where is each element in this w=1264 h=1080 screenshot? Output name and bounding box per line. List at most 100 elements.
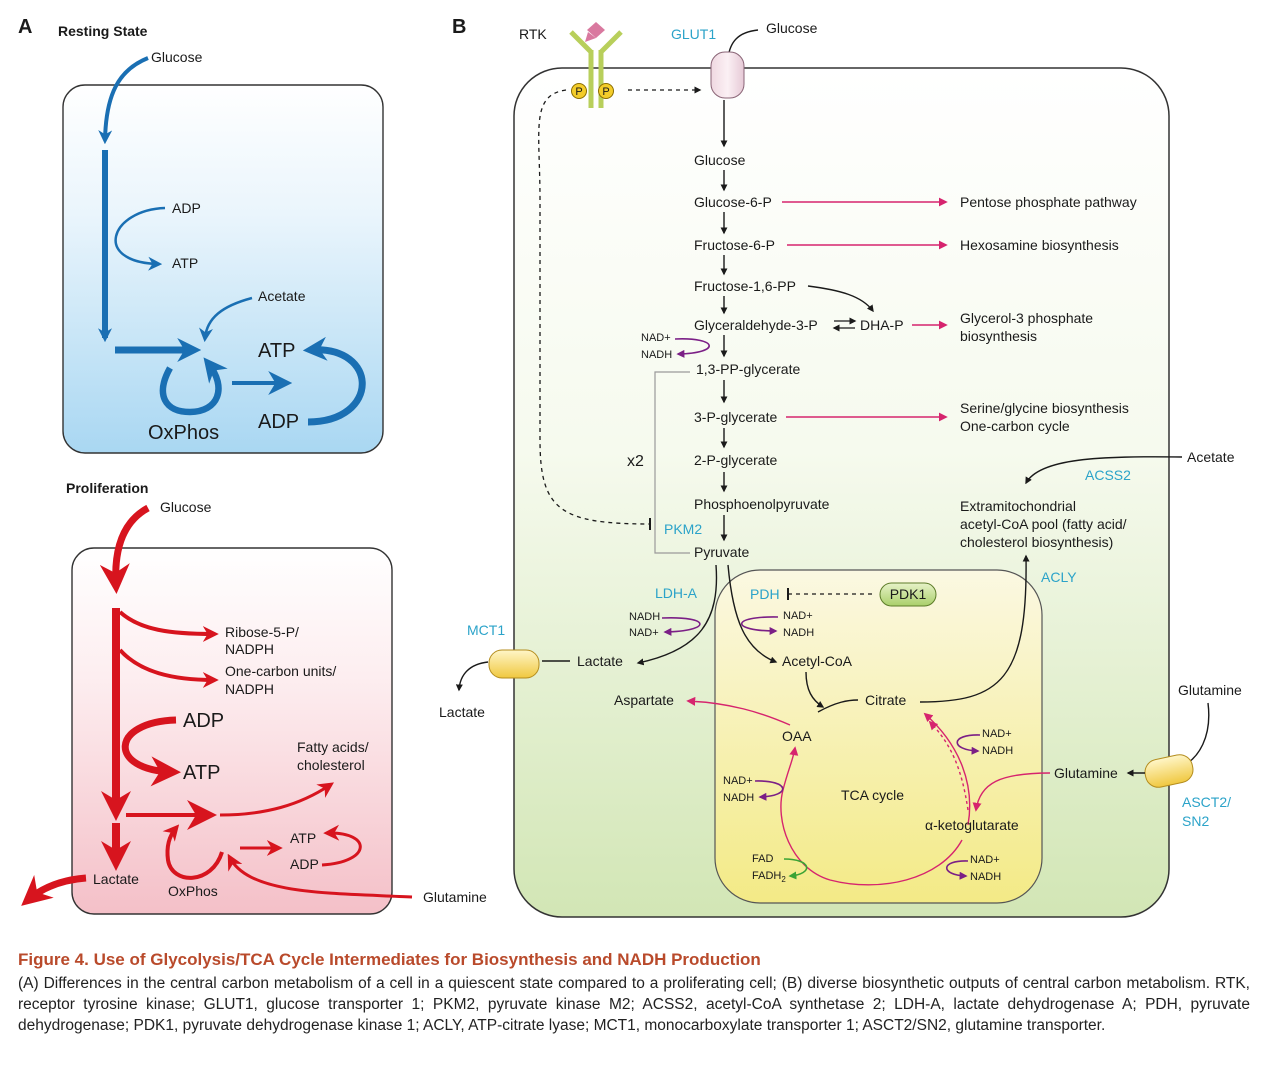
resting-atp-label: ATP	[172, 255, 198, 271]
nad-reduction-arrow	[754, 780, 784, 801]
prolif-ribose-line1: Ribose-5-P/	[225, 624, 299, 640]
f16pp-to-dhap-arrow	[807, 285, 874, 313]
prolif-oxphos-cycle	[162, 824, 224, 880]
resting-glucose-arrow	[98, 56, 149, 145]
proliferation-title: Proliferation	[66, 480, 148, 496]
hexosamine-label: Hexosamine biosynthesis	[960, 237, 1119, 253]
mitochondrion	[714, 569, 1043, 904]
prolif-fatty-line2: cholesterol	[297, 757, 365, 773]
dhap-label: DHA-P	[860, 317, 904, 333]
nadh-label-5: NADH	[723, 792, 754, 804]
caption-title: Figure 4. Use of Glycolysis/TCA Cycle In…	[18, 950, 761, 969]
f6p-label: Fructose-6-P	[694, 237, 775, 253]
panel-b-letter: B	[452, 16, 466, 38]
extramito-line1: Extramitochondrial	[960, 498, 1076, 514]
akg-label: α-ketoglutarate	[925, 817, 1019, 833]
resting-glucose-label: Glucose	[151, 49, 203, 65]
glycerol-line2: biosynthesis	[960, 328, 1037, 344]
oaa-label: OAA	[782, 728, 812, 744]
serine-line1: Serine/glycine biosynthesis	[960, 400, 1129, 416]
p2-glycerate-label: 2-P-glycerate	[694, 452, 777, 468]
ppp-label: Pentose phosphate pathway	[960, 194, 1137, 210]
acetate-label: Acetate	[1187, 449, 1235, 465]
pdk1-badge	[879, 582, 937, 607]
serine-line2: One-carbon cycle	[960, 418, 1070, 434]
lactate-in-label: Lactate	[577, 653, 623, 669]
citrate-label: Citrate	[865, 692, 906, 708]
pdh-label: PDH	[750, 586, 780, 602]
prolif-atp-small-label: ATP	[290, 830, 316, 846]
panel-a-letter: A	[18, 16, 32, 38]
pyruvate-to-lactate-arrow	[636, 564, 718, 666]
nadh-label-4: NADH	[982, 745, 1013, 757]
ldha-label: LDH-A	[655, 585, 698, 601]
oaa-to-aspartate-arrow	[686, 696, 791, 726]
resting-adp-atp-arrow	[114, 206, 166, 271]
caption-body: (A) Differences in the central carbon me…	[18, 975, 1250, 1034]
resting-adp-atp-cycle	[302, 336, 366, 426]
prolif-ribose-line2: NADPH	[225, 641, 274, 657]
resting-cell	[62, 84, 384, 454]
nad-plus-label-4: NAD+	[982, 728, 1012, 740]
glucose-out-label: Glucose	[766, 20, 818, 36]
fadh2-label: FADH2	[752, 870, 786, 884]
phospho-label-1: P	[575, 86, 582, 98]
prolif-ribose-arrow	[118, 610, 219, 642]
phospho-label-2: P	[602, 86, 609, 98]
g6p-label: Glucose-6-P	[694, 194, 772, 210]
pdk1-label: PDK1	[890, 586, 927, 602]
nadh-label-3: NADH	[783, 627, 814, 639]
acetate-uptake-arrow	[1025, 456, 1183, 485]
resting-acetate-arrow	[199, 296, 253, 343]
p3-glycerate-label: 3-P-glycerate	[694, 409, 777, 425]
rtk-receptor-icon	[569, 22, 623, 108]
rtk-label: RTK	[519, 26, 547, 42]
x2-label: x2	[627, 453, 644, 470]
figure-diagram: A Resting State Glucose ADP ATP Acetate …	[18, 16, 1242, 918]
nad-reduction-arrow	[674, 338, 710, 358]
asct2-line2: SN2	[1182, 813, 1209, 829]
prolif-lactate-out-arrow	[21, 874, 87, 906]
f16pp-label: Fructose-1,6-PP	[694, 278, 796, 294]
nad-plus-label-6: NAD+	[970, 854, 1000, 866]
nad-reduction-arrow	[956, 734, 981, 755]
prolif-onecarbon-line2: NADPH	[225, 681, 274, 697]
glycerol-line1: Glycerol-3 phosphate	[960, 310, 1093, 326]
prolif-adp-small-label: ADP	[290, 856, 319, 872]
nadh-oxidation-arrow	[661, 617, 701, 636]
mct1-label: MCT1	[467, 622, 505, 638]
pep-label: Phosphoenolpyruvate	[694, 496, 830, 512]
aspartate-label: Aspartate	[614, 692, 674, 708]
resting-adp-large-label: ADP	[258, 411, 299, 433]
resting-adp-label: ADP	[172, 200, 201, 216]
mct1-transporter	[488, 649, 540, 679]
tca-cycle-label: TCA cycle	[841, 787, 904, 803]
nad-reduction-arrow	[946, 860, 969, 880]
prolif-glucose-arrow	[99, 504, 150, 594]
glutamine-to-akg-arrow	[972, 772, 1051, 812]
phospho-badge	[571, 83, 587, 99]
phospho-badge	[598, 83, 614, 99]
nad-plus-label-1: NAD+	[641, 332, 671, 344]
fad-label: FAD	[752, 853, 773, 865]
extramito-line2: acetyl-CoA pool (fatty acid/	[960, 516, 1127, 532]
glutamine-out-label: Glutamine	[1178, 682, 1242, 698]
citrate-export-arrow	[919, 554, 1030, 703]
nad-plus-label-2: NAD+	[629, 627, 659, 639]
nad-plus-label-5: NAD+	[723, 775, 753, 787]
prolif-oxphos-label: OxPhos	[168, 883, 218, 899]
prolif-glutamine-label: Glutamine	[423, 889, 487, 905]
resting-oxphos-cycle	[159, 357, 228, 416]
oaa-to-citrate-line	[817, 699, 859, 713]
nad-plus-label-3: NAD+	[783, 610, 813, 622]
resting-oxphos-label: OxPhos	[148, 422, 219, 444]
prolif-adp-atp-small-cycle	[321, 824, 362, 867]
acetylcoa-to-citrate-arrow	[805, 671, 825, 708]
nad-reduction-arrow	[741, 616, 779, 635]
glucose-label: Glucose	[694, 152, 746, 168]
nadh-label-6: NADH	[970, 871, 1001, 883]
prolif-atp-large-label: ATP	[183, 762, 220, 784]
resting-atp-large-label: ATP	[258, 340, 295, 362]
prolif-glutamine-arrow	[227, 853, 413, 899]
